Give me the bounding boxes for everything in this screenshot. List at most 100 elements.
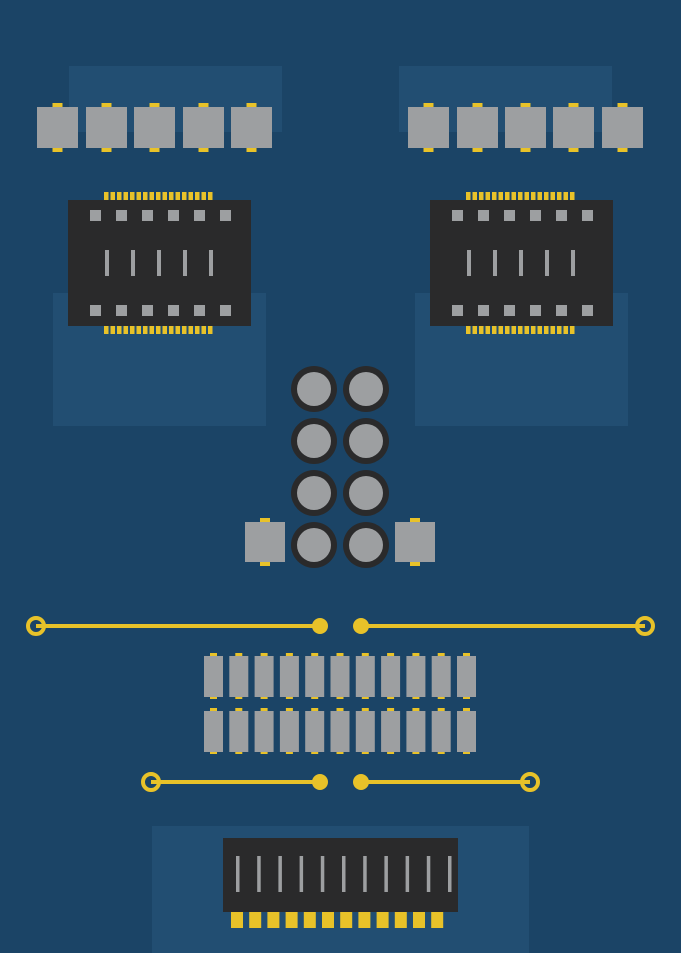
connector-pin (231, 912, 243, 928)
chip-pin-top (143, 192, 148, 200)
resistor-body (305, 711, 325, 752)
resistor-pad-bottom (198, 146, 209, 152)
connector-slot (363, 856, 367, 892)
chip-pin-top (149, 192, 154, 200)
small-resistor (355, 653, 375, 699)
chip-mark (209, 250, 213, 276)
resistor-pad-top (412, 653, 420, 657)
resistor-pad-bottom (149, 146, 160, 152)
resistor-body (229, 711, 249, 752)
chip-pin-bottom (570, 326, 575, 334)
chip-pin-bottom (563, 326, 568, 334)
resistor-pad-bottom (260, 560, 270, 566)
resistor-body (229, 656, 249, 697)
top-right-resistor-row (408, 103, 643, 152)
connector-pin (413, 912, 425, 928)
chip-pin-top (563, 192, 568, 200)
resistor-body (355, 656, 375, 697)
connector-slot (342, 856, 346, 892)
connector-slot (384, 856, 388, 892)
small-resistor (406, 653, 426, 699)
connector-body (223, 838, 458, 912)
connector-slot (278, 856, 282, 892)
resistor-body (408, 107, 449, 148)
resistor-body (183, 107, 224, 148)
via-dot (312, 618, 328, 634)
resistor-body (231, 107, 272, 148)
small-resistor (305, 653, 325, 699)
chip-mark (105, 250, 109, 276)
resistor-body (381, 711, 401, 752)
resistor-body (204, 711, 223, 752)
resistor-pad-top (260, 708, 268, 712)
chip-pin-top (479, 192, 484, 200)
chip-pin-bottom (479, 326, 484, 334)
chip-pad-top (194, 210, 205, 221)
capacitor (343, 522, 389, 568)
chip-pin-bottom (524, 326, 529, 334)
resistor-body (457, 711, 476, 752)
resistor-pad-top (235, 653, 243, 657)
resistor-pad-bottom (472, 146, 483, 152)
chip-pad-bottom (220, 305, 231, 316)
chip-pad-bottom (90, 305, 101, 316)
chip-pin-top (472, 192, 477, 200)
resistor-pad-bottom (423, 146, 434, 152)
chip-pin-top (130, 192, 135, 200)
chip-pin-bottom (136, 326, 141, 334)
resistor-pad-top (260, 653, 268, 657)
resistor-pad-top (472, 103, 483, 109)
chip-pin-bottom (208, 326, 213, 334)
resistor-pad-top (52, 103, 63, 109)
chip-pin-bottom (201, 326, 206, 334)
chip-pin-top (485, 192, 490, 200)
capacitor-top (297, 424, 331, 458)
capacitor-top (349, 372, 383, 406)
via-dot (353, 774, 369, 790)
resistor-pad-top (437, 708, 445, 712)
chip-pin-top (570, 192, 575, 200)
connector-slot (448, 856, 452, 892)
right-ic-chip (430, 192, 613, 334)
chip-pin-bottom (466, 326, 471, 334)
resistor-body (279, 656, 299, 697)
small-resistor (457, 708, 476, 754)
smd-resistor (457, 103, 498, 152)
resistor-pad-top (387, 708, 395, 712)
capacitor (291, 522, 337, 568)
connector-pin (285, 912, 298, 928)
chip-pin-top (188, 192, 193, 200)
chip-pad-bottom (504, 305, 515, 316)
chip-pin-bottom (550, 326, 555, 334)
resistor-pad-top (210, 708, 217, 712)
via-dot (312, 774, 328, 790)
chip-pin-top (104, 192, 109, 200)
chip-mark (571, 250, 575, 276)
resistor-body (602, 107, 643, 148)
resistor-pad-bottom (520, 146, 531, 152)
chip-pad-bottom (142, 305, 153, 316)
smd-resistor (505, 103, 546, 152)
chip-pad-bottom (116, 305, 127, 316)
chip-pin-bottom (149, 326, 154, 334)
resistor-body (330, 711, 350, 752)
resistor-pad-top (336, 708, 344, 712)
resistor-body (395, 522, 435, 562)
chip-pin-top (208, 192, 213, 200)
bottom-connector (223, 838, 458, 928)
connector-pin (340, 912, 353, 928)
resistor-pad-bottom (568, 146, 579, 152)
connector-slot (405, 856, 410, 892)
resistor-pad-top (412, 708, 420, 712)
chip-pin-bottom (505, 326, 510, 334)
chip-pin-bottom (130, 326, 135, 334)
chip-pin-bottom (518, 326, 523, 334)
chip-pin-bottom (110, 326, 115, 334)
capacitor (343, 418, 389, 464)
chip-pin-top (175, 192, 180, 200)
chip-pad-top (504, 210, 515, 221)
small-resistor (229, 708, 249, 754)
resistor-pad-top (361, 653, 369, 657)
resistor-body (330, 656, 350, 697)
chip-pad-top (168, 210, 179, 221)
